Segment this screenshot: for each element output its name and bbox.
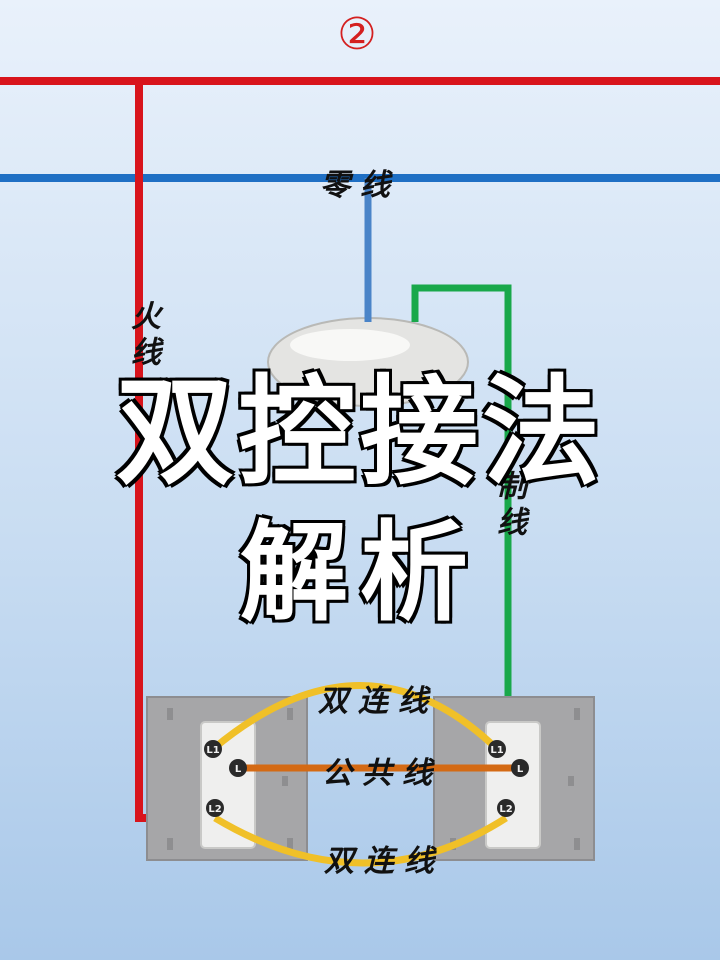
headline-title: 双控接法: [114, 362, 604, 503]
right-plate-screw: [574, 708, 580, 720]
double-link-bottom-label: 双连线: [324, 844, 444, 879]
left-terminal-L1-label: L1: [206, 745, 219, 756]
double-link-top-label: 双连线: [318, 684, 438, 719]
ceiling-lamp-highlight: [290, 329, 410, 361]
left-plate-screw: [167, 708, 173, 720]
left-plate-side-bump: [282, 776, 288, 786]
common-wire-label: 公共线: [322, 756, 442, 791]
left-terminal-L-label: L: [235, 764, 242, 775]
right-plate-screw: [574, 838, 580, 850]
double-link-wire-top: [210, 682, 500, 752]
double-link-wire-bottom: [213, 814, 508, 867]
live-wire-label: 火线: [125, 300, 160, 372]
left-terminal-L2-label: L2: [208, 804, 221, 815]
step-number-badge: ②: [337, 9, 377, 60]
right-terminal-L1: L1: [488, 740, 506, 758]
right-terminal-L2-label: L2: [499, 804, 512, 815]
control-wire-label: 制线: [491, 470, 526, 542]
left-terminal-L: L: [229, 759, 247, 777]
headline-subtitle: 解析: [238, 510, 480, 638]
control-wire: [411, 284, 512, 752]
right-plate-side-bump: [568, 776, 574, 786]
right-terminal-L1-label: L1: [490, 745, 503, 756]
left-plate-screw: [287, 838, 293, 850]
neutral-wire-label: 零线: [320, 168, 400, 203]
left-plate-screw: [167, 838, 173, 850]
right-terminal-L: L: [511, 759, 529, 777]
left-terminal-L2: L2: [206, 799, 224, 817]
left-plate-screw: [287, 708, 293, 720]
left-terminal-L1: L1: [204, 740, 222, 758]
right-terminal-L2: L2: [497, 799, 515, 817]
right-terminal-L-label: L: [517, 764, 524, 775]
